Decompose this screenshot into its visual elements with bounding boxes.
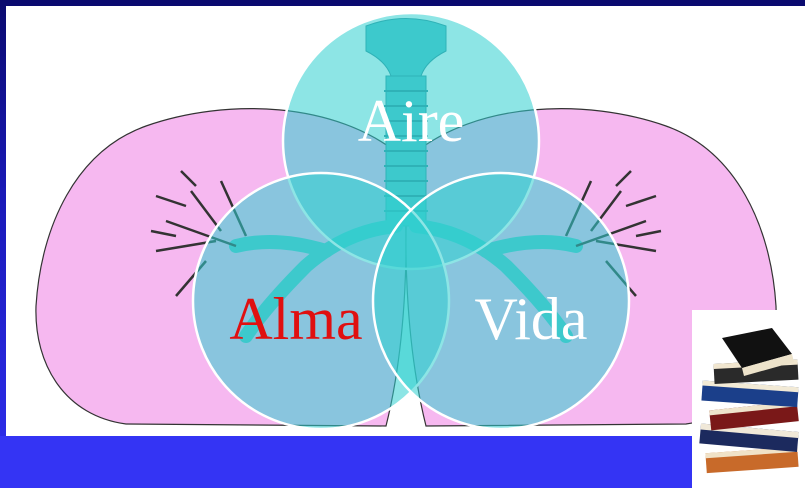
- venn-label-alma: Alma: [229, 286, 362, 352]
- venn-label-vida: Vida: [474, 286, 587, 352]
- lungs-venn-diagram: Aire Alma Vida: [6, 6, 805, 436]
- book-4: [701, 381, 798, 408]
- venn-label-aire: Aire: [358, 88, 465, 154]
- venn-circles: [193, 13, 629, 429]
- diagram-stage: Aire Alma Vida: [6, 6, 805, 436]
- footer-band: [0, 436, 805, 488]
- books-stack-icon: [692, 310, 805, 488]
